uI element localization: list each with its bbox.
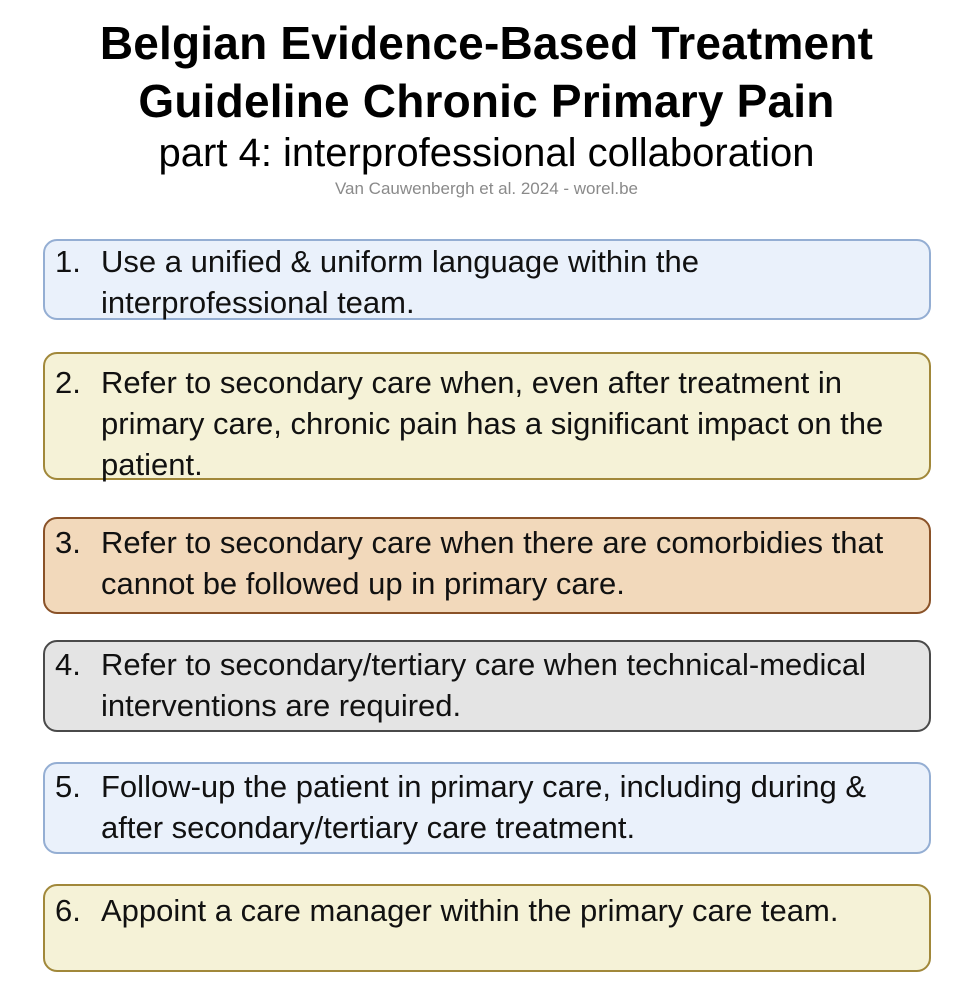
page-header: Belgian Evidence-Based Treatment Guideli… <box>0 14 973 200</box>
page-subtitle: part 4: interprofessional collaboration <box>158 131 815 175</box>
recommendation-number: 3. <box>55 525 81 560</box>
recommendation-number: 4. <box>55 647 81 682</box>
recommendation-text: Refer to secondary/tertiary care when te… <box>101 647 867 723</box>
page-title-line-1: Belgian Evidence-Based Treatment <box>99 17 874 69</box>
recommendation-text: Follow-up the patient in primary care, i… <box>101 769 867 845</box>
source-citation: Van Cauwenbergh et al. 2024 - worel.be <box>334 179 639 198</box>
recommendation-number: 6. <box>55 893 81 928</box>
recommendation-number: 2. <box>55 365 81 400</box>
recommendation-number: 1. <box>55 244 81 279</box>
recommendation-number: 5. <box>55 769 81 804</box>
recommendation-box-1: 1. Use a unified & uniform language with… <box>43 239 931 320</box>
recommendation-box-5: 5. Follow-up the patient in primary care… <box>43 762 931 854</box>
recommendation-text: Refer to secondary care when, even after… <box>101 365 884 482</box>
page-title-line-2: Guideline Chronic Primary Pain <box>138 75 835 127</box>
recommendation-text: Use a unified & uniform language within … <box>101 244 699 320</box>
recommendation-box-4: 4. Refer to secondary/tertiary care when… <box>43 640 931 732</box>
recommendation-box-6: 6. Appoint a care manager within the pri… <box>43 884 931 972</box>
recommendation-text: Appoint a care manager within the primar… <box>101 893 839 928</box>
recommendation-box-3: 3. Refer to secondary care when there ar… <box>43 517 931 614</box>
recommendation-text: Refer to secondary care when there are c… <box>101 525 884 601</box>
recommendation-box-2: 2. Refer to secondary care when, even af… <box>43 352 931 482</box>
